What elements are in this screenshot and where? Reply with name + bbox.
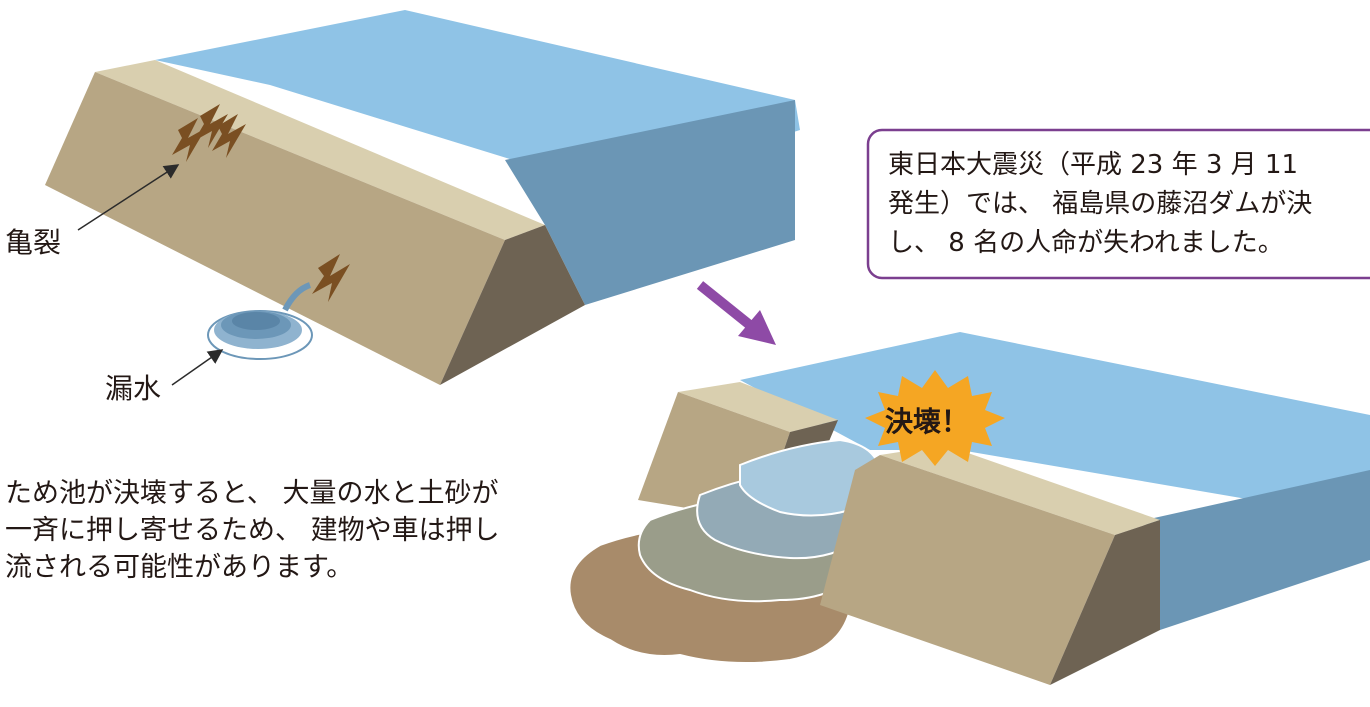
- description-line-2: 一斉に押し寄せるため、 建物や車は押し: [5, 515, 500, 546]
- right-dam-face: [820, 455, 1115, 685]
- collapsed-reservoir-surface: [740, 332, 1370, 520]
- leak-label: 漏水: [105, 372, 161, 405]
- crack-icon: [312, 254, 350, 302]
- intact-dam: 亀裂 漏水: [5, 10, 800, 405]
- crack-label: 亀裂: [5, 226, 61, 259]
- callout-box: 東日本大震災（平成 23 年 3 月 11 発生）では、 福島県の藤沼ダムが決 …: [866, 128, 1370, 280]
- dam-downstream-face: [45, 72, 505, 385]
- description-block: ため池が決壊すると、 大量の水と土砂が 一斉に押し寄せるため、 建物や車は押し …: [5, 478, 500, 583]
- collapse-burst: 決壊！: [865, 370, 1005, 466]
- callout-line-2: 発生）では、 福島県の藤沼ダムが決: [888, 189, 1312, 219]
- transition-arrow-icon: [696, 281, 776, 345]
- leak-pointer-arrow: [171, 349, 224, 386]
- collapsed-dam: 決壊！: [568, 332, 1370, 685]
- collapse-label: 決壊！: [885, 405, 969, 438]
- crack-pointer-arrow: [77, 164, 180, 231]
- dam-end-face: [440, 225, 585, 385]
- description-line-3: 流される可能性があります。: [5, 552, 353, 583]
- callout-line-3: し、 8 名の人命が失われました。: [888, 228, 1284, 258]
- collapsed-reservoir-side: [1145, 470, 1370, 630]
- mud-flow: [568, 438, 882, 665]
- crack-icon: [172, 104, 246, 162]
- left-remnant-crest: [678, 382, 838, 432]
- dam-crest: [95, 60, 545, 240]
- right-dam-crest: [880, 445, 1160, 535]
- right-dam-end: [1050, 520, 1160, 685]
- reservoir-side: [505, 100, 795, 305]
- leak-puddle: [207, 282, 313, 360]
- callout-line-1: 東日本大震災（平成 23 年 3 月 11: [888, 150, 1298, 180]
- description-line-1: ため池が決壊すると、 大量の水と土砂が: [5, 478, 499, 509]
